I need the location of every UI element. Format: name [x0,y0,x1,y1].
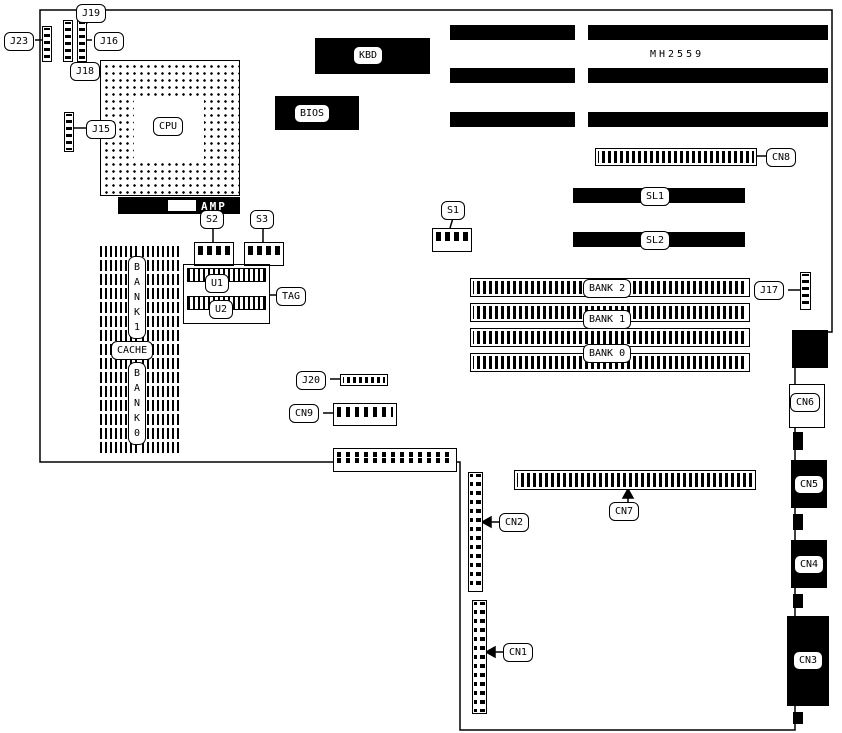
j20-connector [340,374,388,386]
cn8-label: CN8 [766,148,797,167]
tag-label: TAG [276,287,307,306]
cn1-connector [472,600,487,714]
pin-header-connector [333,448,457,472]
cn3-label: CN3 [793,651,824,670]
tag-ram-group-box [183,264,270,324]
cn1-label: CN1 [503,643,534,662]
edge-bracket [793,514,803,530]
sl1-label: SL1 [640,187,671,206]
cn4-label: CN4 [794,555,825,574]
amp-regulator: AMP [118,197,240,214]
j18-label: J18 [70,62,101,81]
cache-bank0-label: BANK0 [128,362,146,445]
isa-slot-segment [588,112,828,127]
leader-lines [35,20,801,659]
simm-bank0-label: BANK 0 [583,344,632,363]
s3-label: S3 [250,210,275,229]
s2-dip-switch [194,242,234,266]
bios-label: BIOS [294,104,331,123]
j19-connector [63,20,73,62]
u2-label: U2 [209,300,234,319]
j20-label: J20 [296,371,327,390]
cn9-label: CN9 [289,404,320,423]
s3-dip-switch [244,242,284,266]
simm-bank1-label: BANK 1 [583,310,632,329]
cache-bank1-label: BANK1 [128,256,146,339]
cpu-label: CPU [153,117,184,136]
j17-connector [800,272,811,310]
cn8-connector [595,148,757,166]
cn7-connector [514,470,756,490]
s1-dip-switch [432,228,472,252]
amp-label: AMP [201,200,227,213]
cn2-connector [468,472,483,592]
j23-label: J23 [4,32,35,51]
isa-slot-segment [588,68,828,83]
j17-label: J17 [754,281,785,300]
cn5-label: CN5 [794,475,825,494]
isa-slot-segment [450,68,575,83]
isa-slot-segment [450,112,575,127]
s2-label: S2 [200,210,225,229]
edge-bracket [793,594,803,608]
s1-label: S1 [441,201,466,220]
sl2-label: SL2 [640,231,671,250]
j19-label: J19 [76,4,107,23]
keyboard-din-connector [792,330,828,368]
j16-label: J16 [94,32,125,51]
j15-connector [64,112,74,152]
cn6-label: CN6 [790,393,821,412]
isa-slot-segment [450,25,575,40]
cn9-connector [333,403,397,426]
simm-bank2-label: BANK 2 [583,279,632,298]
cn7-label: CN7 [609,502,640,521]
cn2-label: CN2 [499,513,530,532]
edge-bracket [793,432,803,450]
u1-label: U1 [205,274,230,293]
j23-connector [42,26,52,62]
cache-label: CACHE [111,341,154,360]
isa-slot-segment [588,25,828,40]
amp-notch [168,200,196,211]
board-outline [39,9,833,731]
edge-bracket [793,712,803,724]
kbd-label: KBD [353,46,384,65]
j15-label: J15 [86,120,117,139]
j16-connector [77,20,87,62]
board-model-text: MH2559 [650,49,705,60]
